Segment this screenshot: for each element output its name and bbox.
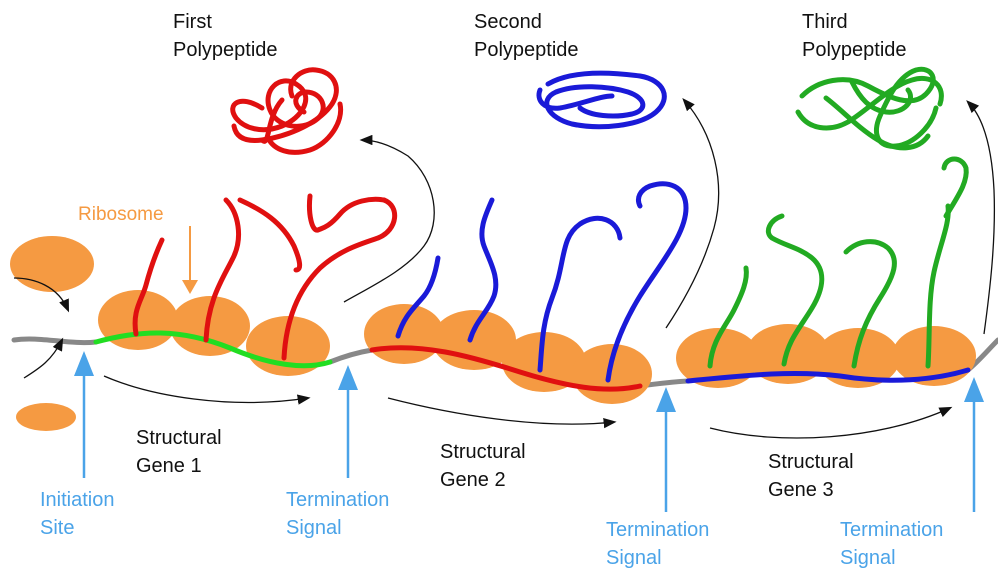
third-polypeptide-label: Third Polypeptide [802,11,907,61]
first-polypeptide-label: First Polypeptide [173,11,278,61]
flow-arrows [14,100,994,438]
termination-signal-1-label: Termination Signal [286,489,395,539]
free-ribosome-bottom [16,403,76,431]
ribosome-pointer-head [182,280,198,294]
termination-signal-2-label: Termination Signal [606,519,715,569]
initiation-site-label: Initiation Site [40,489,120,539]
gene1-label: Structural Gene 1 [136,427,227,477]
gene3-label: Structural Gene 3 [768,451,859,501]
second-polypeptide-tangle [539,73,664,127]
ribosome-label: Ribosome [78,204,164,225]
third-polypeptide-tangle [798,69,941,148]
termination-signal-3-label: Termination Signal [840,519,949,569]
free-ribosome-top [10,236,94,292]
first-polypeptide-tangle [233,70,341,153]
second-polypeptide-label: Second Polypeptide [474,11,579,61]
gene2-label: Structural Gene 2 [440,441,531,491]
